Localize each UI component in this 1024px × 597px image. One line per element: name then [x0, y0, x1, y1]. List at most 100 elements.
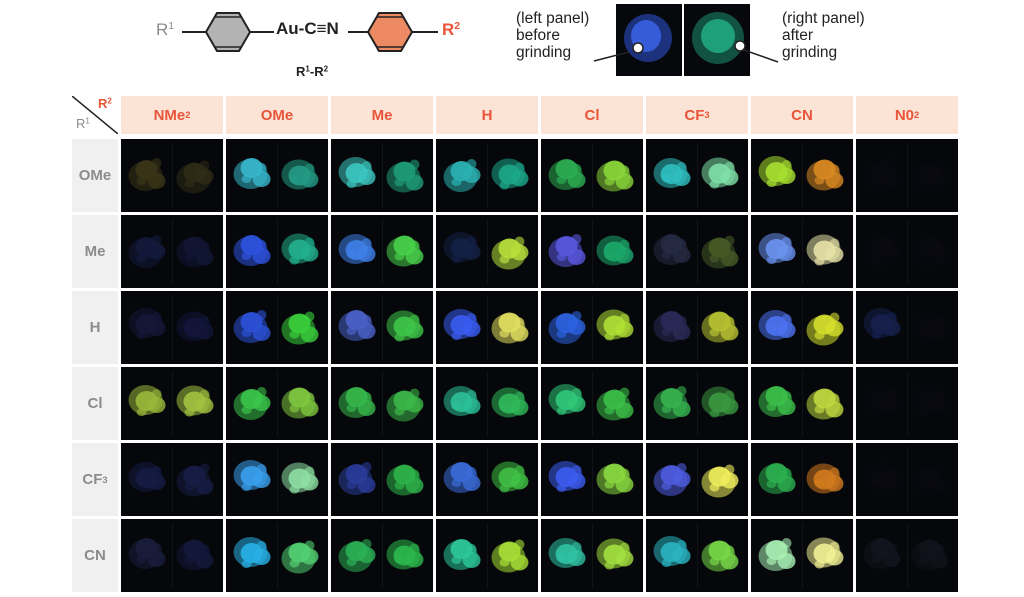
- powder-before-grinding: [758, 233, 796, 265]
- panel-divider: [487, 523, 488, 588]
- gold-isocyanide-label: Au-C≡N: [276, 19, 339, 38]
- panel-divider: [592, 143, 593, 208]
- sample-photo: [653, 157, 739, 189]
- sample-photo: [863, 235, 949, 269]
- panel-divider: [277, 143, 278, 208]
- sample-photo: [443, 158, 529, 193]
- sample-photo: [233, 158, 319, 190]
- powder-before-grinding: [128, 308, 166, 340]
- structure-bonds: [182, 12, 438, 52]
- powder-after-grinding: [596, 463, 634, 495]
- powder-before-grinding: [443, 159, 481, 193]
- sample-photo: [758, 537, 844, 572]
- sample-photo: [338, 387, 424, 422]
- sample-photo: [443, 461, 529, 494]
- powder-after-grinding: [596, 309, 634, 341]
- powder-before-grinding: [653, 311, 691, 343]
- powder-after-grinding: [386, 159, 424, 193]
- powder-after-grinding: [911, 539, 949, 571]
- panel-divider: [487, 447, 488, 512]
- row-header-cn: CN: [72, 519, 118, 592]
- powder-before-grinding: [233, 460, 271, 492]
- corner-diagonal: [71, 95, 119, 135]
- panel-divider: [697, 219, 698, 284]
- sample-photo: [863, 158, 949, 194]
- powder-before-grinding: [548, 234, 586, 268]
- powder-before-grinding: [128, 158, 166, 192]
- sample-photo: [548, 538, 634, 570]
- sample-photo: [548, 461, 634, 495]
- powder-before-grinding: [233, 235, 271, 267]
- sample-photo: [548, 384, 634, 421]
- powder-before-grinding: [863, 385, 901, 417]
- panel-divider: [907, 523, 908, 588]
- panel-divider: [907, 295, 908, 360]
- row-header-ome: OMe: [72, 139, 118, 212]
- powder-before-grinding: [338, 539, 376, 573]
- sample-cell: [331, 291, 433, 364]
- sample-photo: [653, 463, 739, 498]
- sample-photo: [128, 538, 214, 571]
- sample-photo: [128, 308, 214, 342]
- powder-before-grinding: [653, 234, 691, 266]
- powder-before-grinding: [653, 536, 691, 568]
- r2-label: R2: [442, 20, 461, 39]
- powder-before-grinding: [443, 309, 481, 341]
- panel-divider: [277, 295, 278, 360]
- sample-photo: [758, 156, 844, 191]
- r1-label: R1: [156, 20, 175, 39]
- powder-after-grinding: [491, 539, 529, 573]
- sample-cell: [541, 443, 643, 516]
- powder-after-grinding: [911, 463, 949, 497]
- powder-after-grinding: [491, 461, 529, 493]
- column-header-h: H: [436, 96, 538, 134]
- powder-before-grinding: [863, 462, 901, 493]
- powder-before-grinding: [653, 386, 691, 420]
- powder-after-grinding: [701, 235, 739, 269]
- sample-cell: [541, 519, 643, 592]
- powder-after-grinding: [281, 159, 319, 190]
- structure-diagram: R1 Au-C≡N R2 R1-R2: [150, 4, 480, 90]
- powder-after-grinding: [596, 235, 634, 266]
- powder-after-grinding: [386, 464, 424, 496]
- sample-photo: [653, 536, 739, 572]
- panel-divider: [592, 219, 593, 284]
- column-header-cn: CN: [751, 96, 853, 134]
- panel-divider: [487, 295, 488, 360]
- sample-photo: [338, 234, 424, 267]
- sample-cell: [226, 291, 328, 364]
- powder-after-grinding: [491, 236, 529, 270]
- panel-divider: [382, 143, 383, 208]
- sample-cell: [121, 291, 223, 364]
- panel-divider: [382, 219, 383, 284]
- sample-cell: [121, 367, 223, 440]
- powder-before-grinding: [758, 310, 796, 341]
- powder-after-grinding: [386, 235, 424, 267]
- sample-photo: [128, 462, 214, 497]
- powder-after-grinding: [281, 540, 319, 574]
- sample-cell: [541, 291, 643, 364]
- column-header-me: Me: [331, 96, 433, 134]
- powder-before-grinding: [338, 387, 376, 419]
- sample-cell: [646, 215, 748, 288]
- powder-after-grinding: [386, 388, 424, 422]
- panel-divider: [172, 143, 173, 208]
- sample-photo: [548, 309, 634, 345]
- panel-divider: [802, 143, 803, 208]
- panel-divider: [802, 295, 803, 360]
- powder-after-grinding: [806, 463, 844, 494]
- grid-corner: R2 R1: [71, 95, 119, 135]
- powder-before-grinding: [863, 235, 901, 269]
- grinding-legend: (left panel) before grinding (right pane…: [516, 4, 936, 84]
- sample-cell: [856, 139, 958, 212]
- sample-photo: [863, 308, 949, 342]
- sample-cell: [226, 215, 328, 288]
- powder-before-grinding: [758, 156, 796, 188]
- sample-cell: [646, 291, 748, 364]
- panel-divider: [172, 371, 173, 436]
- sample-photo: [863, 385, 949, 417]
- powder-after-grinding: [176, 160, 214, 194]
- sample-photo: [443, 309, 529, 344]
